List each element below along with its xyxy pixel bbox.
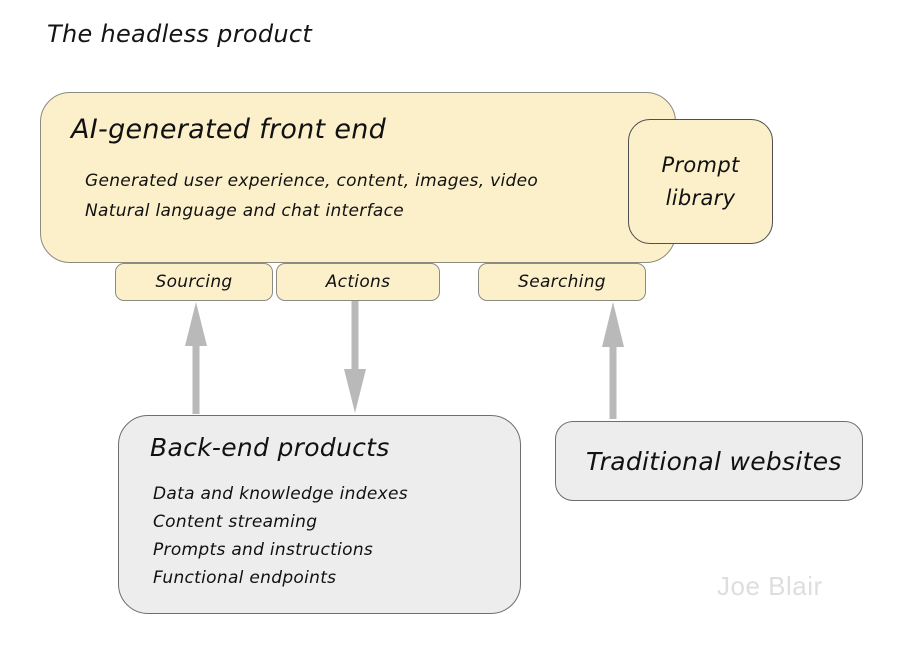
traditional-websites-node: Traditional websites xyxy=(555,421,863,501)
back-end-item-3: Prompts and instructions xyxy=(153,540,374,560)
back-end-node: Back-end products Data and knowledge ind… xyxy=(118,415,521,614)
traditional-websites-title: Traditional websites xyxy=(586,446,842,476)
connector-searching: Searching xyxy=(478,263,646,301)
arrow-actions-to-backend xyxy=(344,301,366,413)
connector-actions-label: Actions xyxy=(325,272,391,292)
prompt-library-line-1: Prompt xyxy=(661,152,740,177)
connector-actions: Actions xyxy=(276,263,440,301)
front-end-line-2: Natural language and chat interface xyxy=(85,201,404,221)
arrow-up-icon xyxy=(185,302,207,346)
page-title: The headless product xyxy=(47,20,313,48)
back-end-item-4: Functional endpoints xyxy=(153,568,337,588)
front-end-title: AI-generated front end xyxy=(71,114,387,145)
connector-searching-label: Searching xyxy=(518,272,606,292)
arrow-backend-to-sourcing xyxy=(185,302,207,414)
back-end-item-2: Content streaming xyxy=(153,512,318,532)
back-end-item-1: Data and knowledge indexes xyxy=(153,484,408,504)
front-end-description: Generated user experience, content, imag… xyxy=(85,166,538,226)
back-end-items: Data and knowledge indexes Content strea… xyxy=(153,480,408,592)
arrow-websites-to-searching xyxy=(602,302,624,419)
watermark: Joe Blair xyxy=(717,571,823,601)
front-end-line-1: Generated user experience, content, imag… xyxy=(85,171,539,191)
connector-sourcing: Sourcing xyxy=(115,263,273,301)
arrow-down-icon xyxy=(344,369,366,413)
front-end-node: AI-generated front end Generated user ex… xyxy=(40,92,676,263)
arrow-up-icon xyxy=(602,302,624,347)
prompt-library-line-2: library xyxy=(665,185,736,210)
connector-sourcing-label: Sourcing xyxy=(155,272,233,292)
prompt-library-node: Prompt library xyxy=(628,119,773,244)
back-end-title: Back-end products xyxy=(150,433,390,462)
